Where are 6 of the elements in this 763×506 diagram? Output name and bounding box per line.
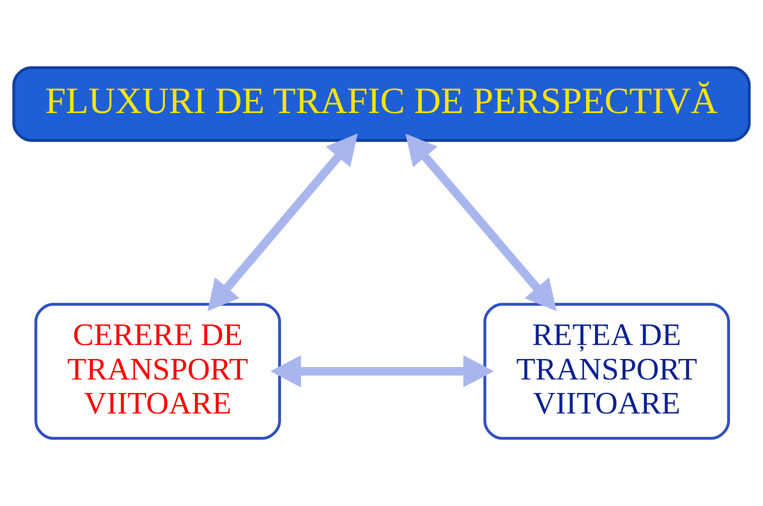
node-box: FLUXURI DE TRAFIC DE PERSPECTIVĂ — [12, 66, 751, 142]
node-box: CERERE DE TRANSPORT VIITOARE — [34, 302, 281, 440]
node-box: REȚEA DE TRANSPORT VIITOARE — [483, 302, 730, 440]
arrow — [405, 134, 557, 312]
arrow — [270, 355, 494, 388]
arrow — [207, 134, 358, 312]
